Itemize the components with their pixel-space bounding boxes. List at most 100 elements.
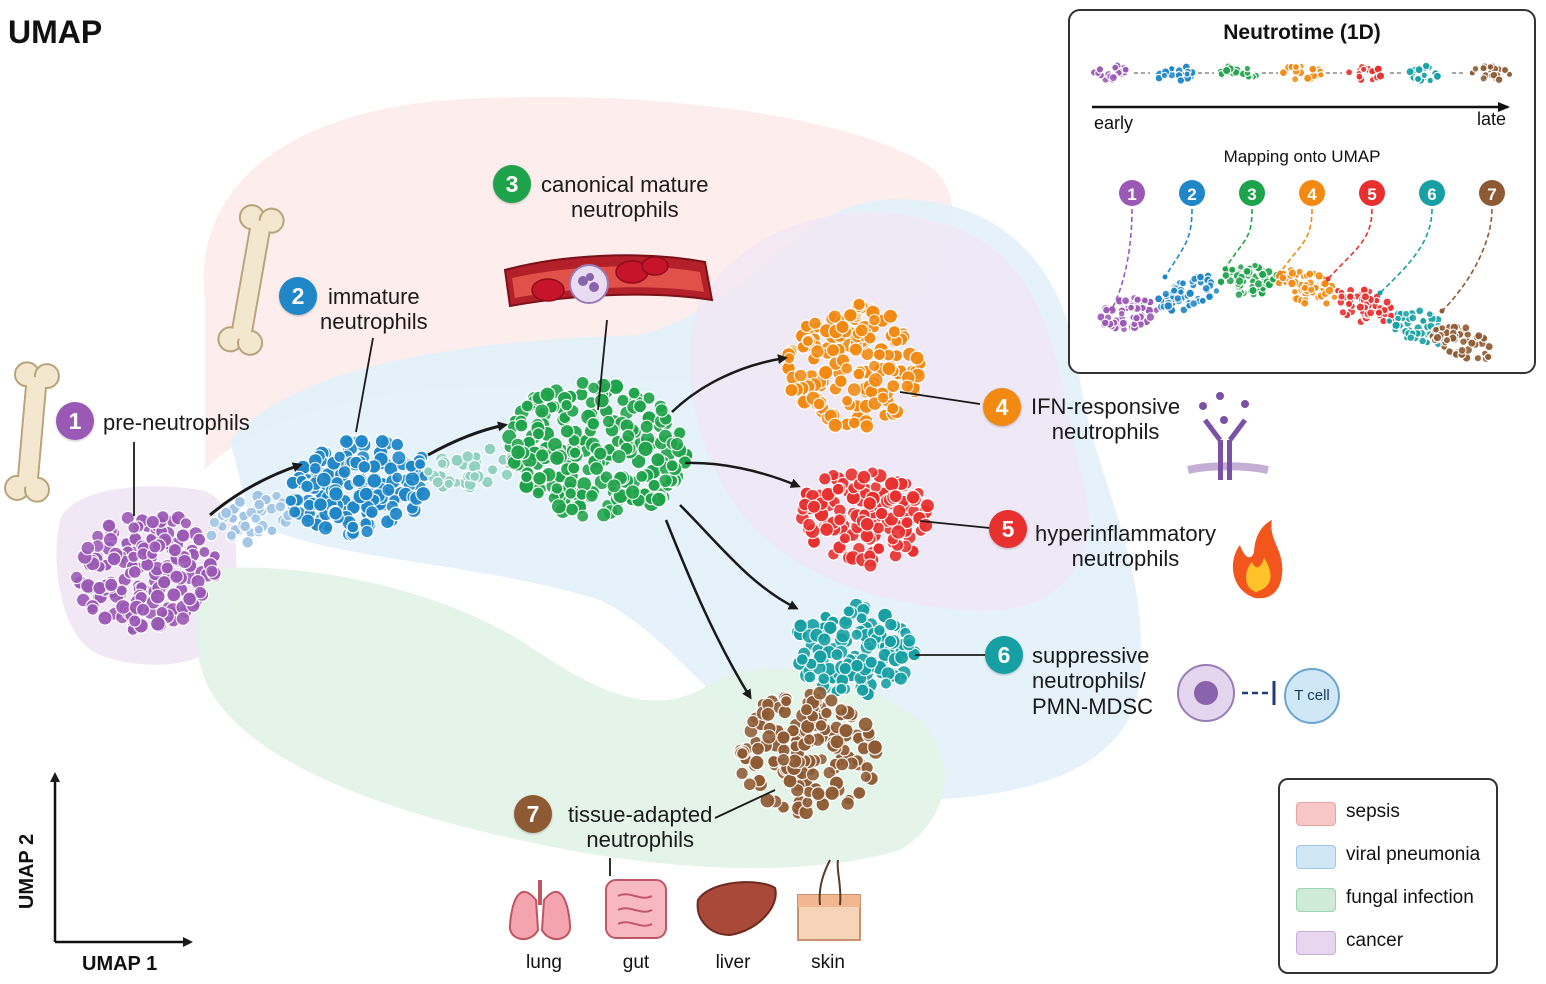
page-title: UMAP <box>8 14 103 50</box>
lung-icon <box>508 880 572 940</box>
t-cell-icon: T cell <box>1284 668 1340 724</box>
inset-title: Neutrotime (1D) <box>1223 21 1381 44</box>
neutrotime-segment-7 <box>1468 62 1514 85</box>
inset-number-text: 1 <box>1127 185 1136 204</box>
legend-label: sepsis <box>1346 801 1400 822</box>
cluster-2-cells <box>284 433 432 542</box>
bone-icon-top <box>217 204 285 356</box>
cluster-5-number: 5 <box>989 510 1027 548</box>
inset-number-2 <box>1179 180 1205 206</box>
legend-label: cancer <box>1346 930 1404 951</box>
mapping-arrow-3 <box>1224 208 1253 270</box>
cluster-1-label: pre-neutrophils <box>103 410 250 435</box>
neutrotime-segment-5 <box>1345 62 1386 85</box>
umap-arc-segment-4 <box>1274 265 1339 308</box>
umap-axes <box>50 772 193 947</box>
suppressive-cell-icon <box>1177 664 1276 722</box>
mapping-arrow-head <box>1222 266 1228 272</box>
cluster-6-number: 6 <box>985 636 1023 674</box>
arrow-3-to-7 <box>664 519 752 700</box>
legend-swatch <box>1296 845 1336 869</box>
cluster-4-cells <box>781 297 927 434</box>
blood-vessel-icon <box>503 254 714 308</box>
umap-arc-segment-3 <box>1216 261 1283 300</box>
legend: sepsis viral pneumonia fungal infection … <box>1278 778 1498 974</box>
inset-graphic: 1 2 3 4 5 6 7 <box>1089 61 1514 364</box>
liver-icon <box>696 881 777 937</box>
legend-item-viral: viral pneumonia <box>1296 843 1491 871</box>
y-axis-label: UMAP 2 <box>16 833 39 910</box>
cluster-1-number: 1 <box>56 402 94 440</box>
label-leader-lines <box>133 319 991 876</box>
cluster-3-number: 3 <box>493 165 531 203</box>
arrow-2-to-3 <box>427 421 508 457</box>
inset-number-text: 2 <box>1187 185 1196 204</box>
cluster-3-cells <box>501 375 694 523</box>
umap-arc-segment-5 <box>1333 285 1396 327</box>
x-axis-label: UMAP 1 <box>82 953 158 975</box>
legend-swatch <box>1296 931 1336 955</box>
umap-arc-segment-2 <box>1153 271 1221 315</box>
mapping-arrow-4 <box>1279 208 1313 274</box>
mapping-arrow-head <box>1277 270 1283 276</box>
inset-number-text: 4 <box>1307 185 1317 204</box>
inset-number-text: 3 <box>1247 185 1256 204</box>
legend-swatch <box>1296 888 1336 912</box>
trajectory-arrows <box>209 354 801 700</box>
inset-number-6 <box>1419 180 1445 206</box>
bone-icon-left <box>4 361 60 503</box>
mapping-arrow-head <box>1377 290 1383 296</box>
ifn-receptor-icon <box>1187 392 1269 480</box>
cluster-7-number: 7 <box>514 795 552 833</box>
inset-number-1 <box>1119 180 1145 206</box>
red-blood-cell <box>531 278 565 302</box>
inset-number-text: 5 <box>1367 185 1376 204</box>
cell-clusters <box>69 297 936 821</box>
legend-item-fungal: fungal infection <box>1296 886 1491 914</box>
legend-item-cancer: cancer <box>1296 929 1491 957</box>
red-blood-cell <box>641 256 669 276</box>
arrow-1-to-2 <box>209 462 303 517</box>
leader-7 <box>714 789 776 819</box>
arrow-3-to-4 <box>671 354 788 413</box>
cluster-4-number: 4 <box>983 388 1021 426</box>
legend-label: fungal infection <box>1346 887 1474 908</box>
mapping-title: Mapping onto UMAP <box>1223 147 1381 166</box>
transition-1-2-cells <box>205 489 299 549</box>
leader-2 <box>355 337 374 433</box>
cluster-5-cells <box>794 466 936 573</box>
mapping-arrow-head <box>1325 276 1331 282</box>
mapping-arrow-7 <box>1441 208 1493 312</box>
inset-number-5 <box>1359 180 1385 206</box>
neutrotime-segment-1 <box>1089 61 1130 84</box>
neutrotime-segment-3 <box>1216 62 1260 81</box>
mapping-arrow-head <box>1162 274 1168 280</box>
neutrotime-segment-4 <box>1278 62 1325 84</box>
umap-arc-segment-1 <box>1096 293 1161 334</box>
neutrotime-segment-6 <box>1405 61 1442 85</box>
mapping-arrow-head <box>1439 308 1445 314</box>
umap-arc <box>1096 261 1494 364</box>
mapping-arrow-2 <box>1164 208 1193 278</box>
late-label: late <box>1477 109 1507 129</box>
skin-icon <box>797 859 861 941</box>
mapping-arrow-1 <box>1111 208 1133 310</box>
cluster-6-cells <box>790 597 923 702</box>
inset-number-text: 7 <box>1487 185 1496 204</box>
leader-5 <box>919 520 991 529</box>
organ-label-lung: lung <box>526 952 562 973</box>
inset-number-4 <box>1299 180 1325 206</box>
mapping-arrow-head <box>1109 306 1115 312</box>
inset-number-7 <box>1479 180 1505 206</box>
organ-label-gut: gut <box>622 952 650 973</box>
neutrotime-segment-2 <box>1154 62 1197 85</box>
inset-number-text: 6 <box>1427 185 1436 204</box>
